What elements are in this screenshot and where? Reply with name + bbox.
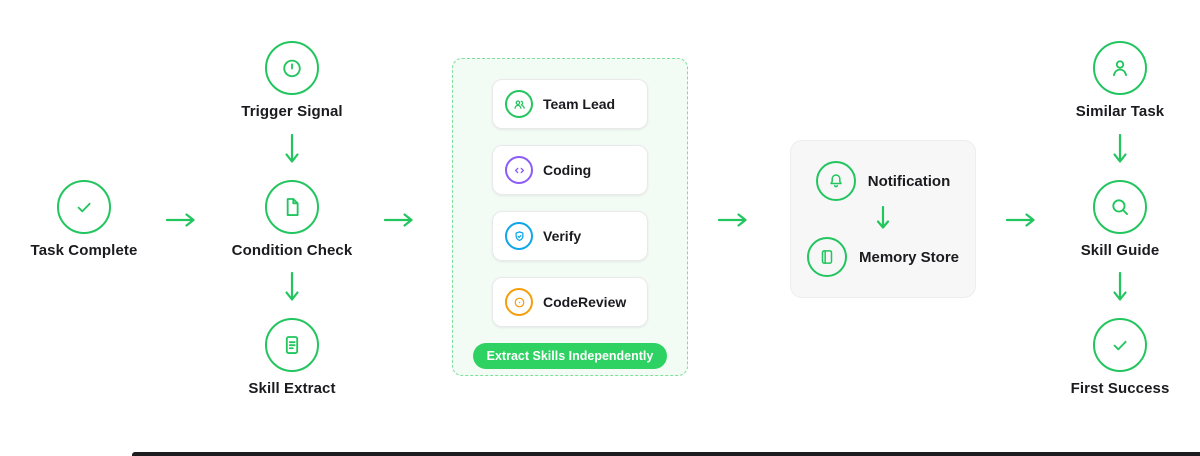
node-condition-check: Condition Check: [212, 180, 372, 259]
node-label-task-complete: Task Complete: [30, 242, 138, 259]
extract-skills-badge: Extract Skills Independently: [472, 343, 668, 369]
skill-label: Verify: [543, 228, 582, 244]
skill-label: Coding: [543, 162, 592, 178]
arrow-right-icon: [718, 212, 750, 228]
skill-card-verify: Verify: [492, 211, 648, 261]
arrow-down-icon: [284, 272, 300, 304]
skill-card-team-lead: Team Lead: [492, 79, 648, 129]
node-skill-extract: Skill Extract: [212, 318, 372, 397]
node-label-condition-check: Condition Check: [231, 242, 353, 259]
arrow-down-icon: [284, 134, 300, 166]
timer-icon: [265, 41, 319, 95]
node-task-complete: Task Complete: [4, 180, 164, 259]
arrow-down-icon: [876, 206, 890, 232]
arrow-right-icon: [384, 212, 416, 228]
node-first-success: First Success: [1040, 318, 1200, 397]
skill-label: Team Lead: [543, 96, 616, 112]
node-similar-task: Similar Task: [1040, 41, 1200, 120]
arrow-right-icon: [166, 212, 198, 228]
arrow-down-icon: [1112, 134, 1128, 166]
skill-card-codereview: CodeReview: [492, 277, 648, 327]
node-skill-guide: Skill Guide: [1040, 180, 1200, 259]
book-icon: [806, 237, 847, 277]
skill-label: CodeReview: [543, 294, 627, 310]
file-lines-icon: [265, 318, 319, 372]
users-icon: [505, 90, 533, 118]
arrow-down-icon: [1112, 272, 1128, 304]
bottom-edge: [132, 452, 1200, 456]
node-label-skill-guide: Skill Guide: [1080, 242, 1160, 259]
memory-panel: Notification Memory Store: [790, 140, 976, 298]
node-label-skill-extract: Skill Extract: [248, 380, 336, 397]
check-icon: [1093, 318, 1147, 372]
node-label-first-success: First Success: [1070, 380, 1170, 397]
bell-icon: [815, 161, 856, 201]
search-icon: [1093, 180, 1147, 234]
node-label-trigger-signal: Trigger Signal: [241, 103, 343, 120]
notification-row: Notification: [815, 161, 951, 201]
file-icon: [265, 180, 319, 234]
skills-panel: Team Lead Coding Verify CodeReview Extra…: [452, 58, 688, 376]
memory-store-row: Memory Store: [806, 237, 960, 277]
user-icon: [1093, 41, 1147, 95]
code-icon: [505, 156, 533, 184]
node-trigger-signal: Trigger Signal: [212, 41, 372, 120]
code-review-icon: [505, 288, 533, 316]
skill-card-coding: Coding: [492, 145, 648, 195]
node-label-similar-task: Similar Task: [1075, 103, 1165, 120]
shield-check-icon: [505, 222, 533, 250]
memory-label-memory-store: Memory Store: [858, 248, 960, 266]
check-icon: [57, 180, 111, 234]
arrow-right-icon: [1006, 212, 1038, 228]
memory-label-notification: Notification: [867, 172, 951, 190]
